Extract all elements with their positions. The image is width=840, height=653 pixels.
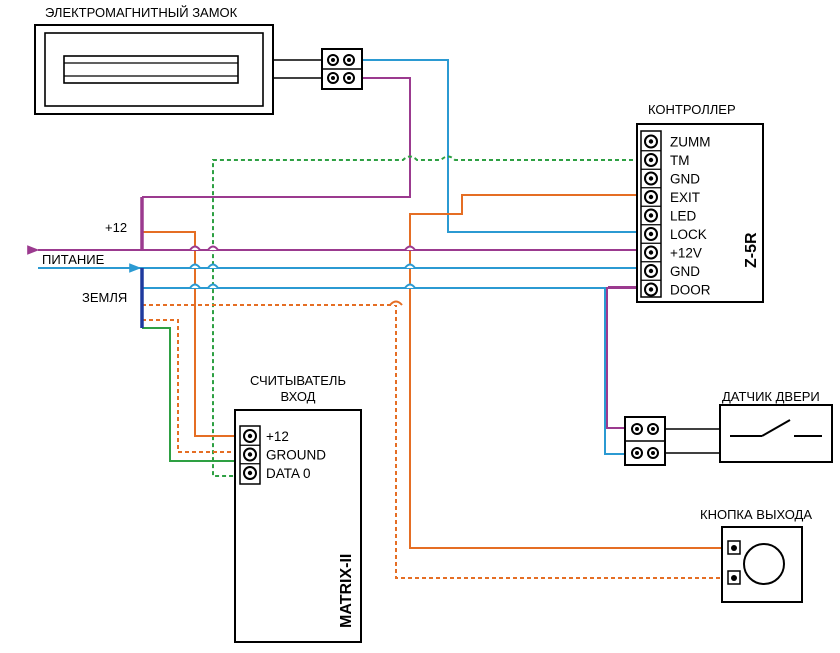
exit-button-title: КНОПКА ВЫХОДА [700, 507, 812, 522]
terminal-screw-core [648, 213, 654, 218]
label-plus12: +12 [105, 220, 127, 235]
pin-label: LOCK [670, 227, 707, 242]
magnetic-lock: ЭЛЕКТРОМАГНИТНЫЙ ЗАМОК [34, 5, 274, 115]
hop [404, 263, 416, 269]
reader-model: MATRIX-II [338, 554, 355, 628]
controller-title: КОНТРОЛЛЕР [648, 102, 736, 117]
pin-label: +12 [266, 429, 289, 444]
pin-label: LED [670, 209, 697, 224]
hop [404, 283, 416, 289]
terminal-screw-core [648, 157, 654, 163]
wire-tm-green-dashed [212, 155, 640, 477]
wire-reader-green [142, 327, 240, 462]
label-ground: ЗЕМЛЯ [82, 290, 127, 305]
pin-label: GND [670, 172, 700, 187]
door-sensor-title: ДАТЧИК ДВЕРИ [722, 389, 820, 404]
terminal-screw-core [648, 287, 654, 292]
terminal-screw-core [648, 139, 654, 144]
lock-title: ЭЛЕКТРОМАГНИТНЫЙ ЗАМОК [45, 5, 238, 20]
push-button-icon [743, 543, 785, 585]
pin-label: GND [670, 264, 700, 279]
wire-door-purple [606, 287, 640, 429]
wire-reader-plus12 [142, 231, 240, 437]
power-labels: +12 ПИТАНИЕ ЗЕМЛЯ [42, 220, 127, 305]
wires [27, 59, 727, 579]
hop [404, 245, 416, 251]
controller: КОНТРОЛЛЕР ZUMM TM GND EXIT LED LOCK +12V GND DO… [636, 102, 764, 303]
wire-exit-ground-dashed [142, 304, 727, 579]
wire-door-gnd [142, 287, 628, 455]
terminal-screw-core [648, 268, 654, 274]
exit-button: КНОПКА ВЫХОДА [700, 507, 812, 603]
pin-label: TM [670, 153, 690, 168]
reader-title-line1: СЧИТЫВАТЕЛЬ [250, 373, 346, 388]
terminal-screw-core [648, 231, 654, 237]
hop [207, 245, 219, 251]
controller-pins: ZUMM TM GND EXIT LED LOCK +12V GND DOOR [641, 134, 711, 298]
wire-exit-orange [409, 194, 727, 549]
terminal-screw-core [247, 470, 253, 476]
hop [189, 245, 201, 251]
pin-label: DATA 0 [266, 466, 311, 481]
reader-title-line2: ВХОД [281, 389, 316, 404]
terminal-screw-core [648, 194, 654, 200]
wire-lock-blue [362, 59, 640, 233]
terminal-screw-core [648, 176, 654, 181]
wire-reader-ground-dashed [142, 319, 240, 453]
lock-slot [63, 55, 239, 84]
wire-lock-purple [142, 77, 411, 198]
pin-label: EXIT [670, 190, 700, 205]
hop [207, 263, 219, 269]
terminal-screw-core [648, 250, 654, 255]
terminal-screw-core [247, 433, 253, 439]
reed-switch-lever [761, 419, 791, 437]
pin-label: DOOR [670, 283, 711, 298]
hop [189, 263, 201, 269]
pin-label: GROUND [266, 448, 326, 463]
hop [389, 300, 403, 306]
lock-terminal-block [321, 48, 363, 90]
door-sensor: ДАТЧИК ДВЕРИ [624, 389, 833, 466]
pin-label: ZUMM [670, 135, 711, 150]
hop [189, 283, 201, 289]
controller-model: Z-5R [743, 232, 760, 268]
terminal-screw-core [247, 452, 253, 457]
hop [207, 283, 219, 289]
pin-label: +12V [670, 246, 702, 261]
door-sensor-body [719, 404, 833, 463]
label-supply: ПИТАНИЕ [42, 252, 105, 267]
